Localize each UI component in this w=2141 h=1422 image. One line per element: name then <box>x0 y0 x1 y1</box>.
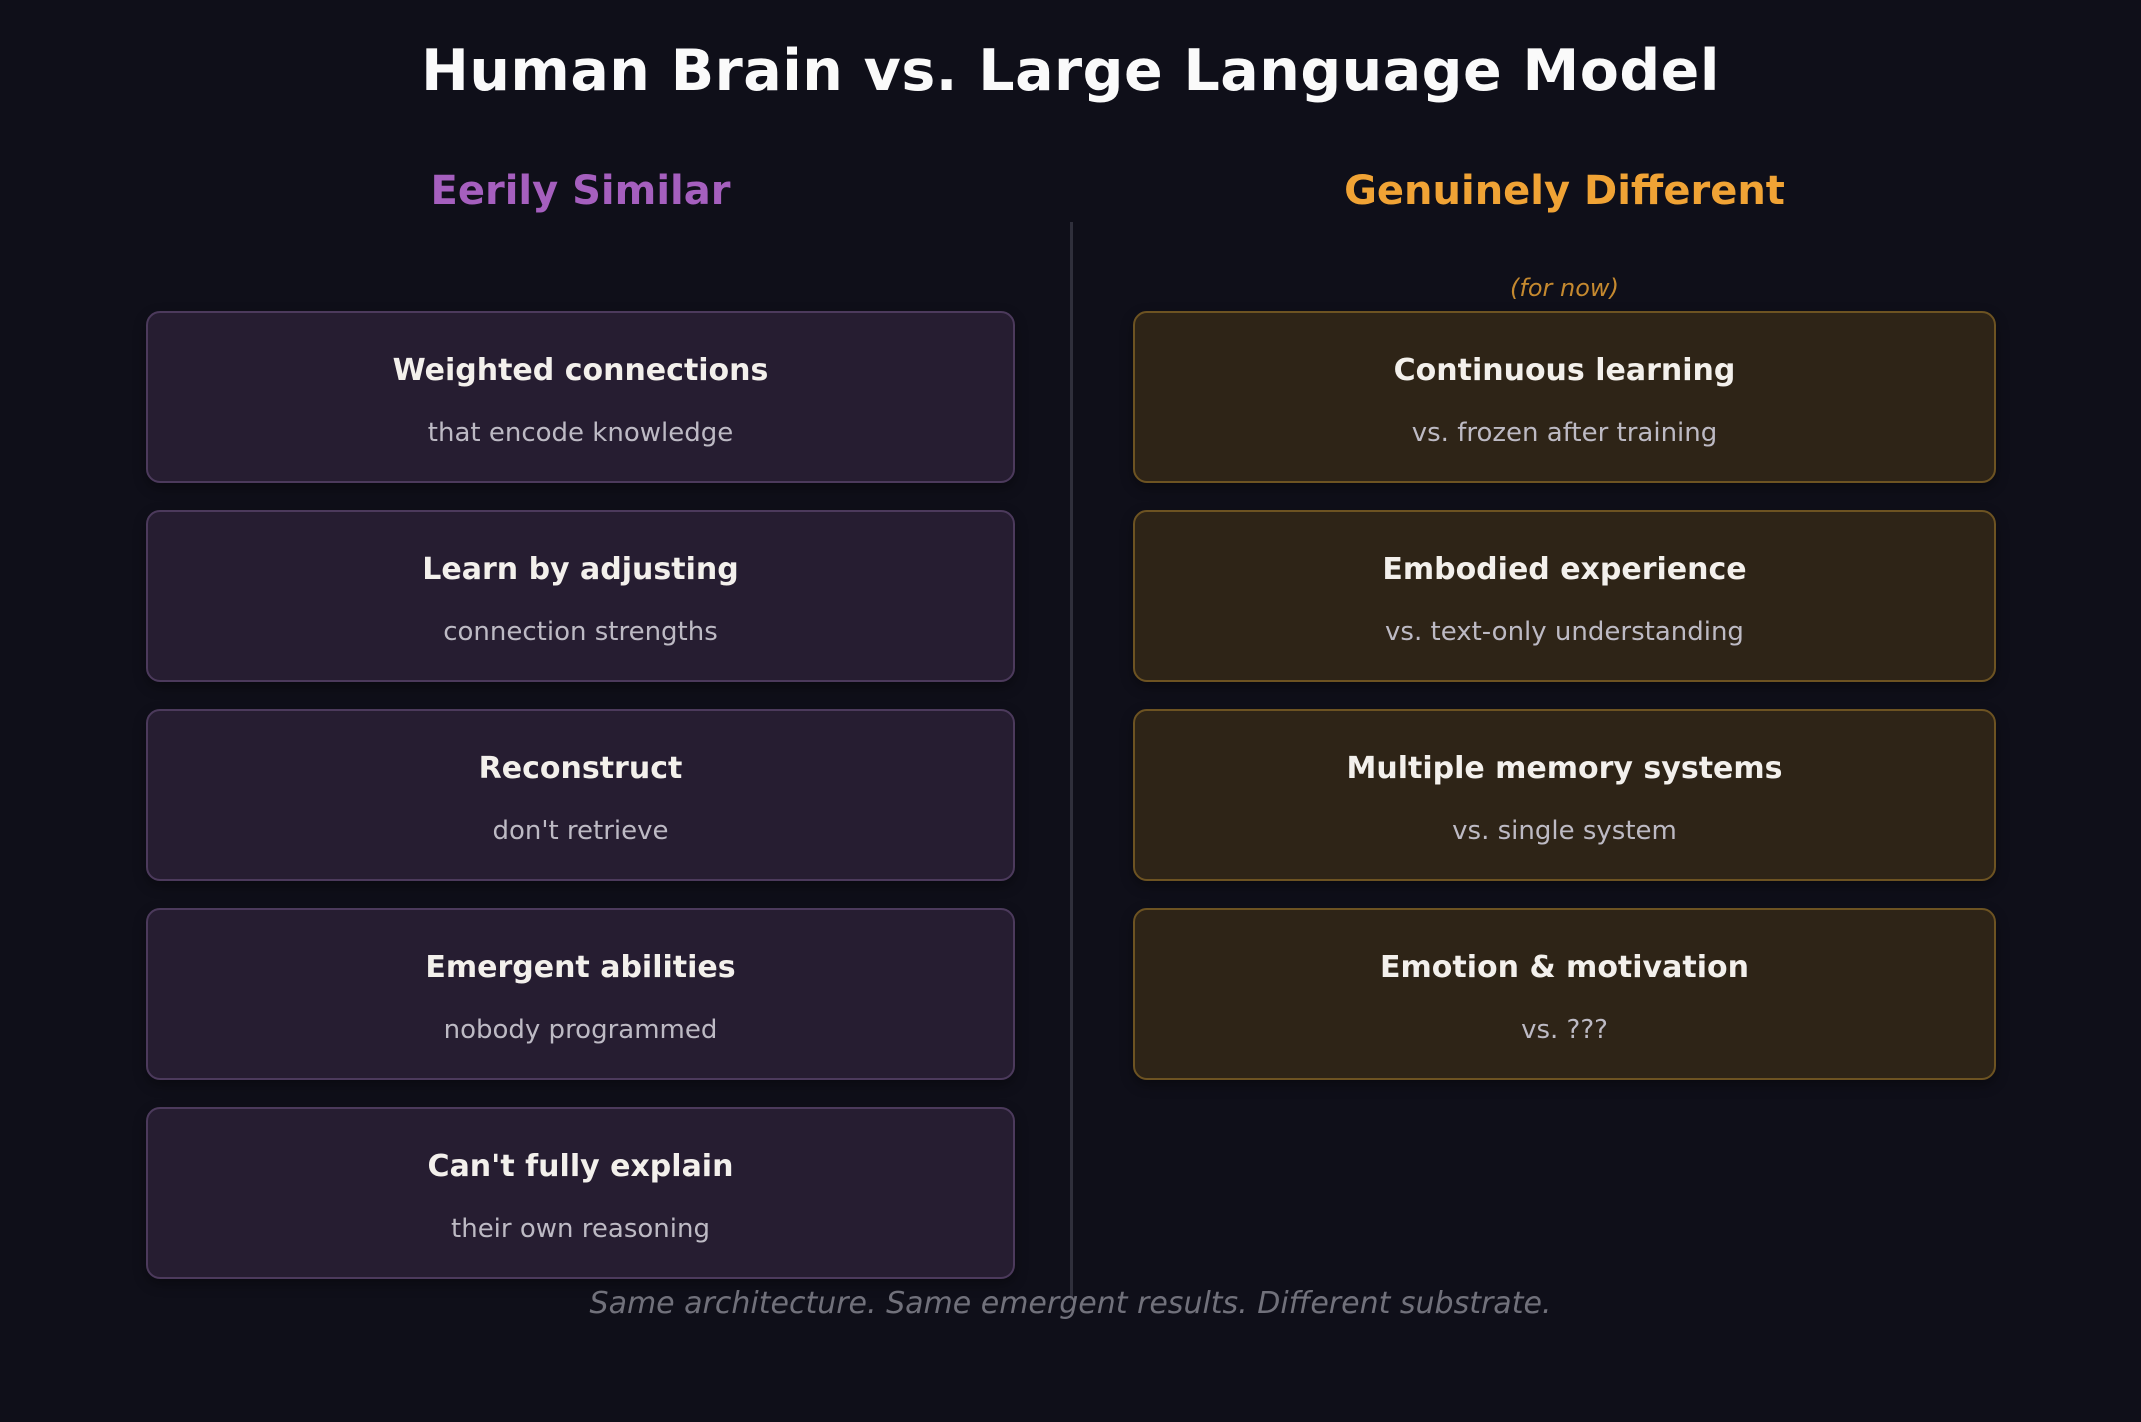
card-heading: Can't fully explain <box>427 1149 734 1184</box>
column-divider <box>1070 222 1073 1300</box>
comparison-card: Can't fully explain their own reasoning <box>146 1107 1015 1279</box>
card-heading: Reconstruct <box>478 751 683 786</box>
comparison-card: Weighted connections that encode knowled… <box>146 311 1015 483</box>
card-heading: Learn by adjusting <box>422 552 739 587</box>
card-subtext: vs. ??? <box>1521 1015 1608 1045</box>
card-subtext: vs. frozen after training <box>1411 418 1718 448</box>
different-card-column: Continuous learning vs. frozen after tra… <box>1133 311 1996 1080</box>
comparison-card: Embodied experience vs. text-only unders… <box>1133 510 1996 682</box>
comparison-card: Continuous learning vs. frozen after tra… <box>1133 311 1996 483</box>
card-heading: Continuous learning <box>1393 353 1736 388</box>
comparison-card: Learn by adjusting connection strengths <box>146 510 1015 682</box>
footer-caption: Same architecture. Same emergent results… <box>589 1286 1552 1321</box>
comparison-card: Emergent abilities nobody programmed <box>146 908 1015 1080</box>
similar-card-column: Weighted connections that encode knowled… <box>146 311 1015 1279</box>
card-heading: Emotion & motivation <box>1380 950 1749 985</box>
card-subtext: that encode knowledge <box>427 418 734 448</box>
column-header-different: Genuinely Different <box>1344 168 1785 214</box>
card-subtext: nobody programmed <box>443 1015 718 1045</box>
card-heading: Embodied experience <box>1382 552 1747 587</box>
card-heading: Weighted connections <box>392 353 769 388</box>
card-subtext: vs. text-only understanding <box>1385 617 1744 647</box>
card-heading: Multiple memory systems <box>1346 751 1783 786</box>
card-subtext: their own reasoning <box>451 1214 710 1244</box>
page-title: Human Brain vs. Large Language Model <box>421 38 1720 104</box>
for-now-note: (for now) <box>1510 274 1619 302</box>
comparison-card: Reconstruct don't retrieve <box>146 709 1015 881</box>
card-subtext: connection strengths <box>443 617 718 647</box>
card-subtext: vs. single system <box>1452 816 1677 846</box>
comparison-card: Multiple memory systems vs. single syste… <box>1133 709 1996 881</box>
comparison-card: Emotion & motivation vs. ??? <box>1133 908 1996 1080</box>
card-heading: Emergent abilities <box>425 950 736 985</box>
card-subtext: don't retrieve <box>492 816 669 846</box>
column-header-similar: Eerily Similar <box>430 168 731 214</box>
